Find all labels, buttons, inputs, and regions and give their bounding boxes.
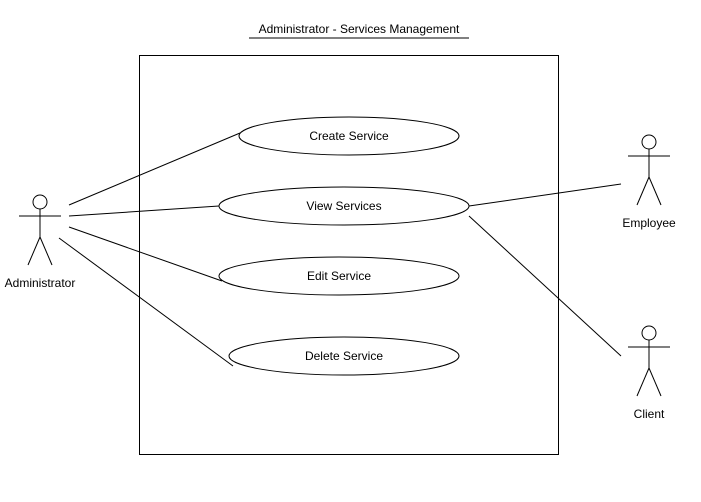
use-case-edit-service-label: Edit Service	[307, 269, 371, 283]
system-boundary	[139, 55, 559, 455]
use-case-delete-service-label: Delete Service	[305, 349, 383, 363]
association-administrator-delete-service	[58, 237, 234, 367]
use-case-edit-service[interactable]: Edit Service	[218, 256, 460, 296]
stick-figure-icon	[628, 325, 670, 397]
association-administrator-create-service	[68, 132, 241, 206]
stick-figure-icon	[19, 194, 61, 266]
actor-employee[interactable]: Employee	[622, 134, 676, 230]
use-case-create-service[interactable]: Create Service	[238, 116, 460, 156]
actor-client-label: Client	[634, 407, 665, 421]
use-case-delete-service[interactable]: Delete Service	[228, 336, 460, 376]
actor-administrator[interactable]: Administrator	[5, 194, 76, 290]
association-view-services-client	[468, 215, 622, 357]
use-case-view-services-label: View Services	[306, 199, 381, 213]
association-administrator-view-services	[68, 205, 220, 217]
diagram-title: Administrator - Services Management	[259, 22, 460, 36]
use-case-create-service-label: Create Service	[309, 129, 389, 143]
association-administrator-edit-service	[68, 226, 223, 282]
actor-administrator-label: Administrator	[5, 276, 76, 290]
use-case-view-services[interactable]: View Services	[218, 186, 470, 226]
actor-client[interactable]: Client	[628, 325, 670, 421]
actor-employee-label: Employee	[622, 216, 676, 230]
stick-figure-icon	[628, 134, 670, 206]
association-view-services-employee	[468, 183, 622, 207]
